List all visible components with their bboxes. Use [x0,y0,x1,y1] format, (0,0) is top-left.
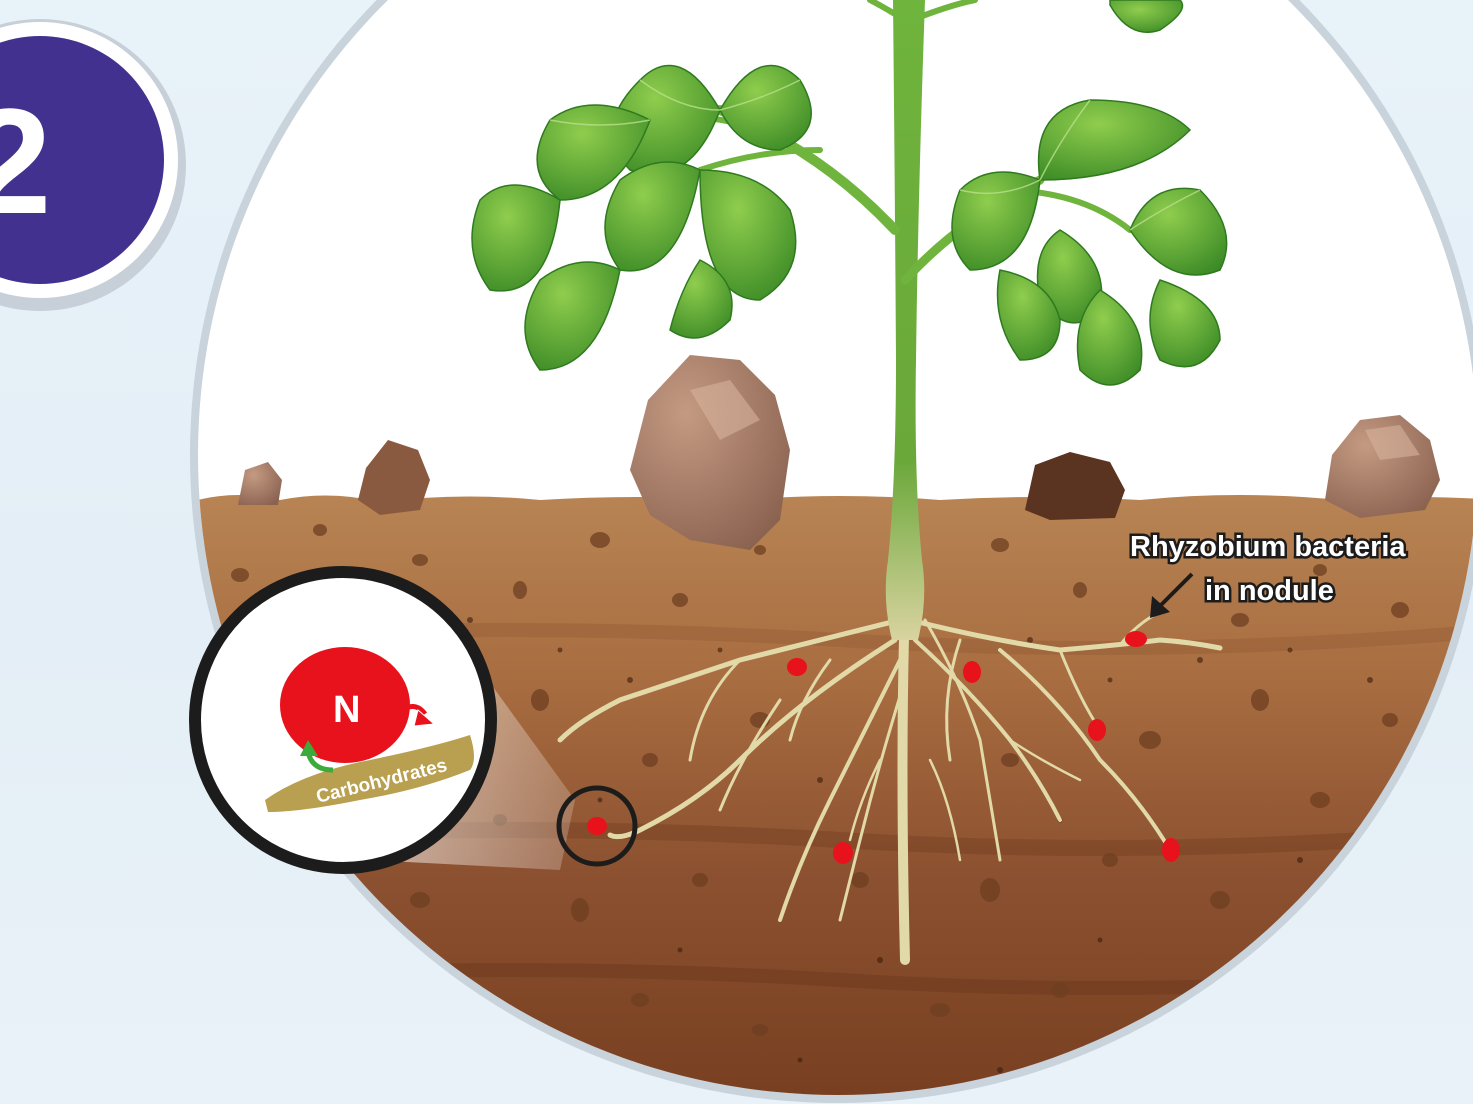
nodule [1088,719,1106,741]
callout-line2: in nodule [1205,575,1334,607]
inset-magnifier: Carbohydrates N [195,572,491,868]
callout-line1: Rhyzobium bacteria [1130,531,1406,563]
step-badge: 2 [0,19,186,311]
nodule [787,658,807,676]
nodule [1162,838,1180,862]
nodule [963,661,981,683]
nodule [1125,631,1147,647]
nitrogen-symbol: N [333,689,360,731]
nodule [833,842,853,864]
step-number: 2 [0,77,51,245]
nodule [587,817,607,835]
